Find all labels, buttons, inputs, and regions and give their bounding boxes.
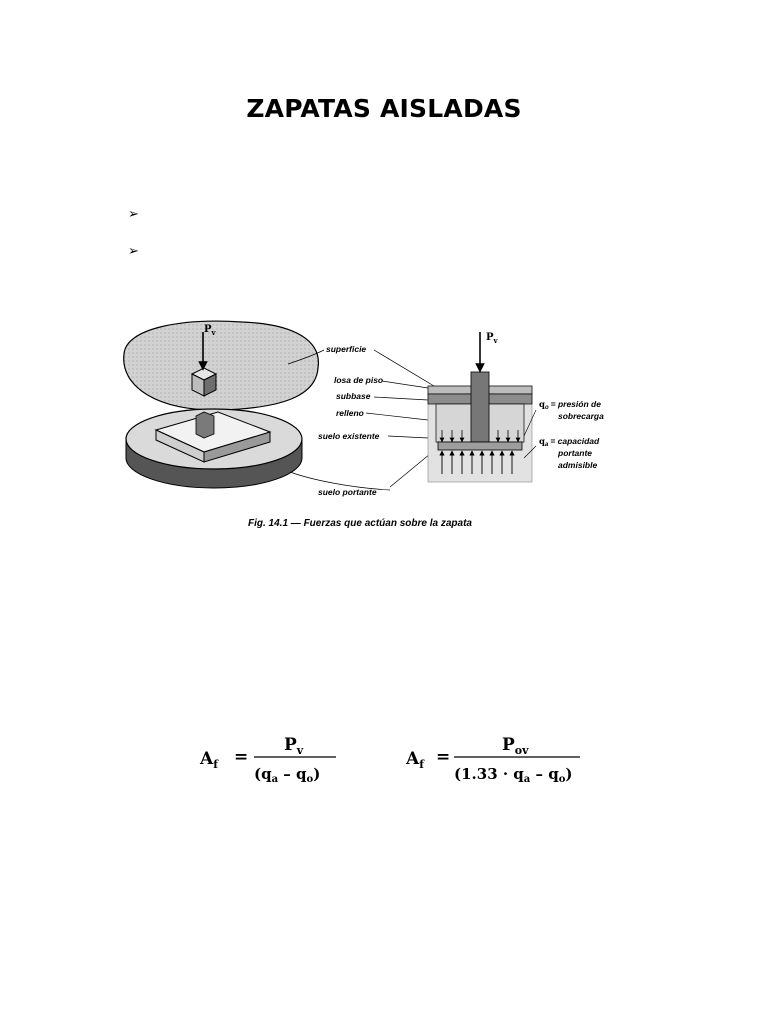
area-formulas: Af = Pv (qa – qo) Af = Pov (1.33 · qa – …	[196, 726, 596, 796]
label-relleno: relleno	[336, 408, 364, 418]
label-suelo-existente: suelo existente	[318, 431, 380, 441]
page-title: ZAPATAS AISLADAS	[246, 94, 522, 123]
label-subbase: subbase	[336, 391, 371, 401]
load-label-right: Pv	[486, 332, 499, 345]
load-label-left: Pv	[204, 324, 217, 337]
bearing-pressure-arrows	[439, 450, 515, 474]
svg-text:Pv: Pv	[284, 735, 304, 757]
bullet-marker-2: ➢	[128, 244, 139, 259]
footing-cross-section: Pv	[427, 332, 537, 483]
svg-text:(1.33 · qa – qo): (1.33 · qa – qo)	[454, 765, 573, 785]
label-qo-desc: sobrecarga	[558, 411, 604, 421]
label-qa-desc-2: portante	[557, 448, 592, 458]
ground-surface-blob	[123, 320, 319, 411]
label-qa-desc-3: admisible	[558, 460, 597, 470]
column-stub	[195, 411, 215, 439]
label-leaders	[287, 349, 435, 491]
label-suelo-portante: suelo portante	[318, 487, 377, 497]
svg-text:=: =	[234, 747, 248, 767]
label-qo: qo= presión de	[539, 399, 601, 411]
svg-text:(qa – qo): (qa – qo)	[254, 765, 320, 785]
formula-area-overload: Af = Pov (1.33 · qa – qo)	[405, 735, 580, 785]
footing-3d-illustration: Pv	[123, 320, 319, 489]
section-column	[470, 371, 490, 443]
label-qa: qa= capacidad	[539, 436, 600, 448]
figure-caption: Fig. 14.1 — Fuerzas que actúan sobre la …	[248, 518, 472, 529]
surcharge-arrows	[439, 430, 521, 443]
svg-text:Af: Af	[199, 749, 219, 771]
formula-area-service-load: Af = Pv (qa – qo)	[199, 735, 336, 785]
section-footing	[437, 441, 523, 451]
bullet-marker-1: ➢	[128, 207, 139, 222]
label-losa-de-piso: losa de piso	[334, 375, 383, 385]
svg-text:=: =	[436, 747, 450, 767]
footing-forces-figure: Pv superficie losa de piso subbase relle…	[112, 312, 648, 544]
label-superficie: superficie	[326, 344, 366, 354]
svg-text:Pov: Pov	[502, 735, 529, 757]
svg-text:Af: Af	[405, 749, 425, 771]
